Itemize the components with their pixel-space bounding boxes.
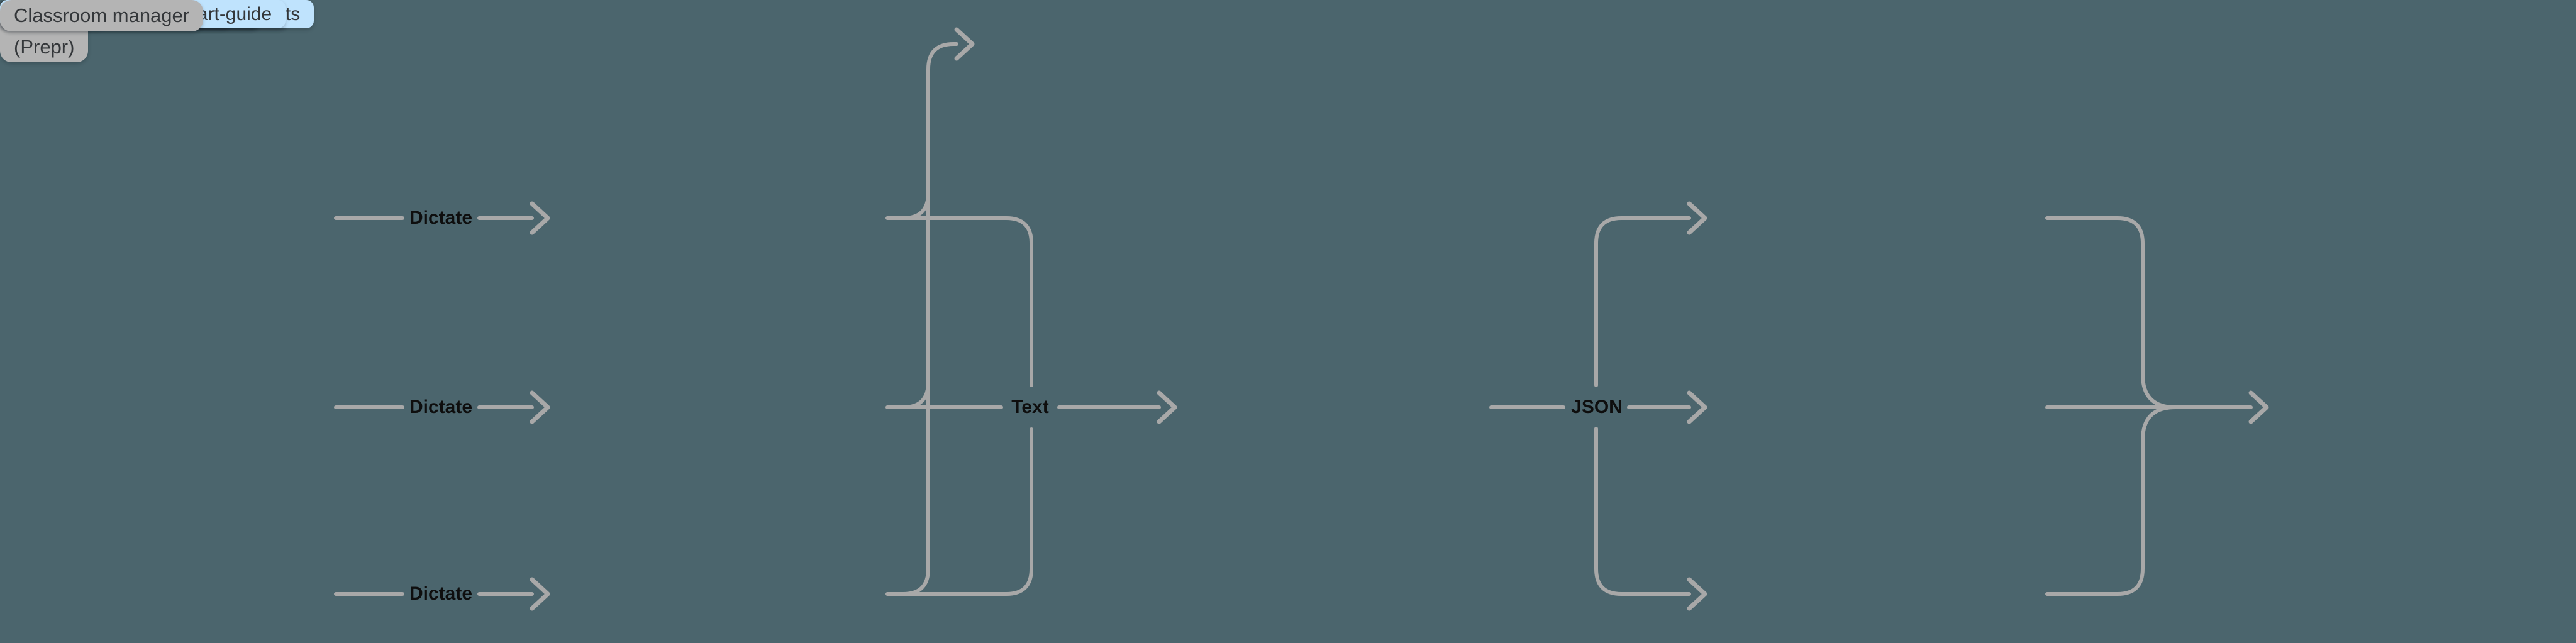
arrowhead-icon [530,201,550,235]
arrowhead-icon [530,577,550,611]
arrowhead-icon [954,27,975,61]
arrowhead-icon [1687,577,1707,611]
connector-text-to-cms [1057,390,1177,424]
node-classroom-manager[interactable]: Classroom manager [0,0,204,31]
connector-writers-to-linguistic [901,27,975,596]
node-label-line2: (Prepr) [14,35,75,58]
arrowhead-icon [1687,390,1707,424]
connector-dictate-primary [334,390,550,424]
edge-label-dictate-secondary[interactable]: Dictate [409,583,473,604]
arrowhead-icon [1157,390,1177,424]
arrowhead-icon [1687,201,1707,235]
arrowhead-icon [2248,390,2269,424]
edge-label-text[interactable]: Text [1011,397,1049,417]
connector-json-to-smartguides [1594,201,1707,611]
connector-dictate-early [334,201,550,235]
edge-label-dictate-primary[interactable]: Dictate [409,397,473,417]
connector-smartguides-to-classroom [2045,216,2269,596]
connector-writers-to-text [886,216,1033,596]
node-label: Classroom manager [14,4,190,26]
arrowhead-icon [530,390,550,424]
edge-label-json[interactable]: JSON [1571,397,1623,417]
edge-label-dictate-early[interactable]: Dictate [409,207,473,228]
connector-dictate-secondary [334,577,550,611]
